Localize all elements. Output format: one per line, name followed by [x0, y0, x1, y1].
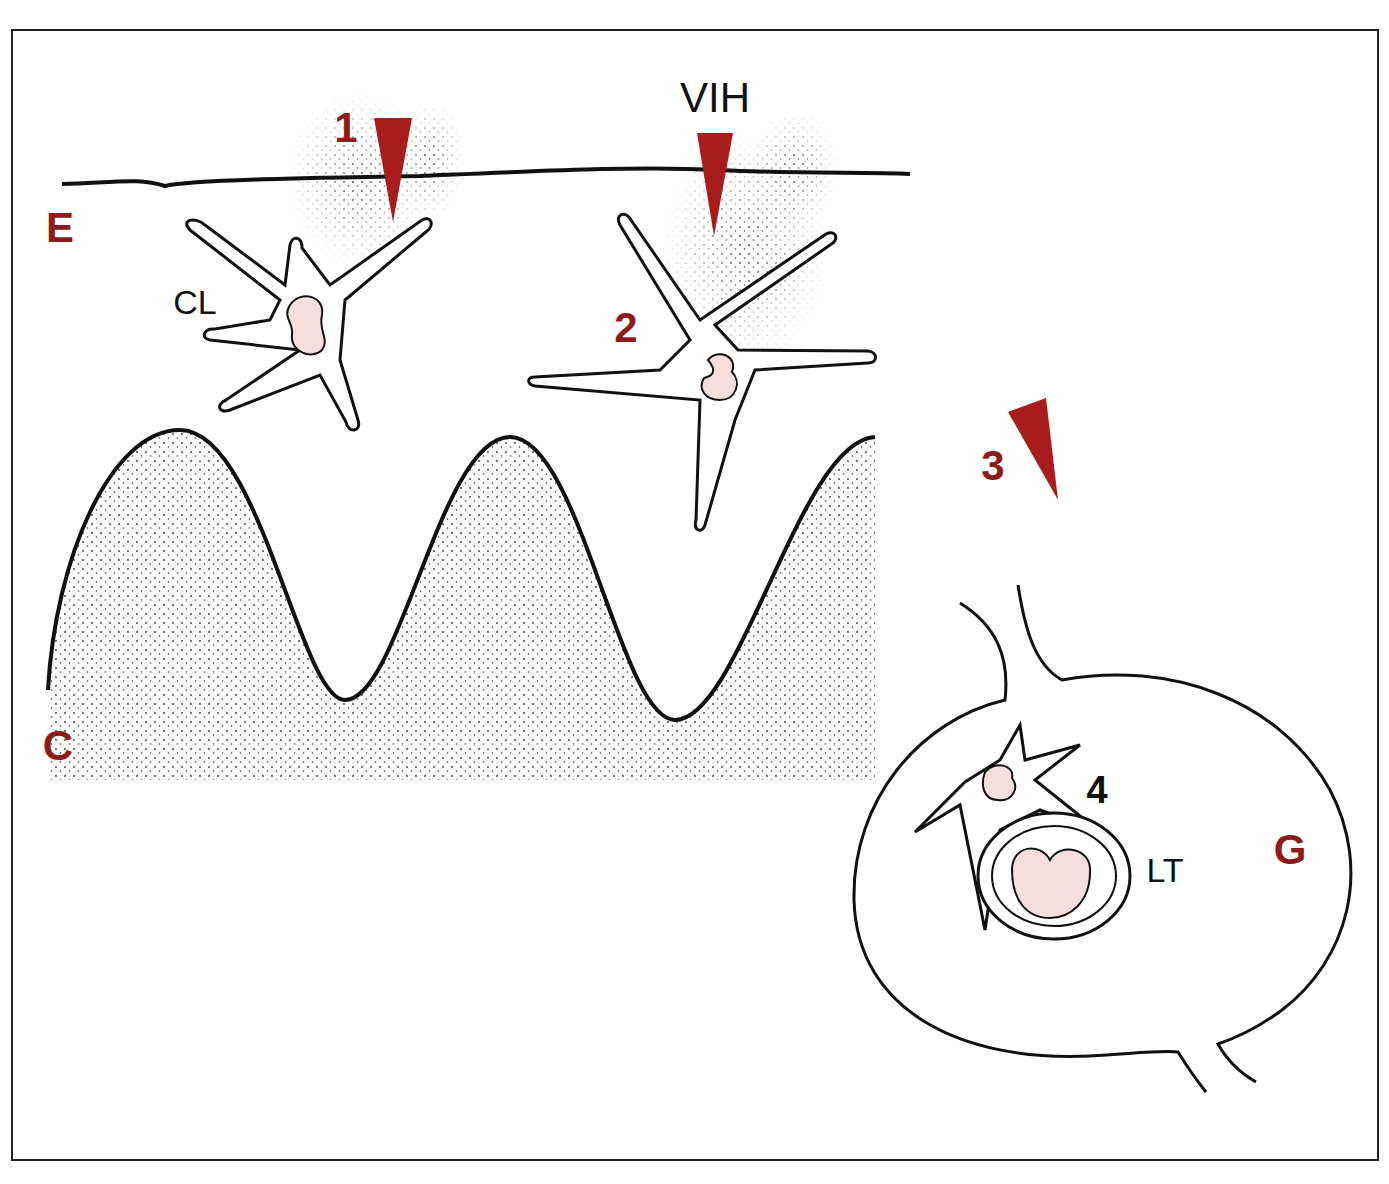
lymph-node-wall [1018, 585, 1351, 1082]
callout-number: 1 [334, 107, 357, 149]
virus-arrow [697, 133, 733, 236]
nucleus [702, 354, 737, 400]
region-letter: C [43, 725, 73, 767]
callout-number: 2 [614, 307, 637, 349]
nucleus [287, 296, 325, 354]
nucleus [983, 765, 1015, 800]
lymph-node: G [845, 570, 1375, 1110]
region-letter: G [1274, 829, 1307, 871]
virus-label: VIH [680, 77, 750, 119]
dermis-stipple [48, 430, 875, 780]
langerhans-cell [187, 219, 431, 430]
cell-label: CL [173, 285, 216, 319]
migration-arrow [1008, 398, 1058, 500]
dermal-papillae [48, 430, 875, 720]
frame [12, 30, 1378, 1160]
lymphocyte-membrane [992, 826, 1116, 926]
callout-number: 4 [1086, 771, 1107, 809]
migrating-cell [529, 214, 876, 530]
region-letter: E [46, 207, 74, 249]
callout-number: 3 [981, 445, 1004, 487]
virus-arrow [374, 118, 412, 222]
nucleus [1012, 849, 1090, 918]
cell-label: LT [1146, 853, 1183, 887]
skin-surface [62, 168, 910, 186]
lymphocyte [978, 813, 1130, 939]
